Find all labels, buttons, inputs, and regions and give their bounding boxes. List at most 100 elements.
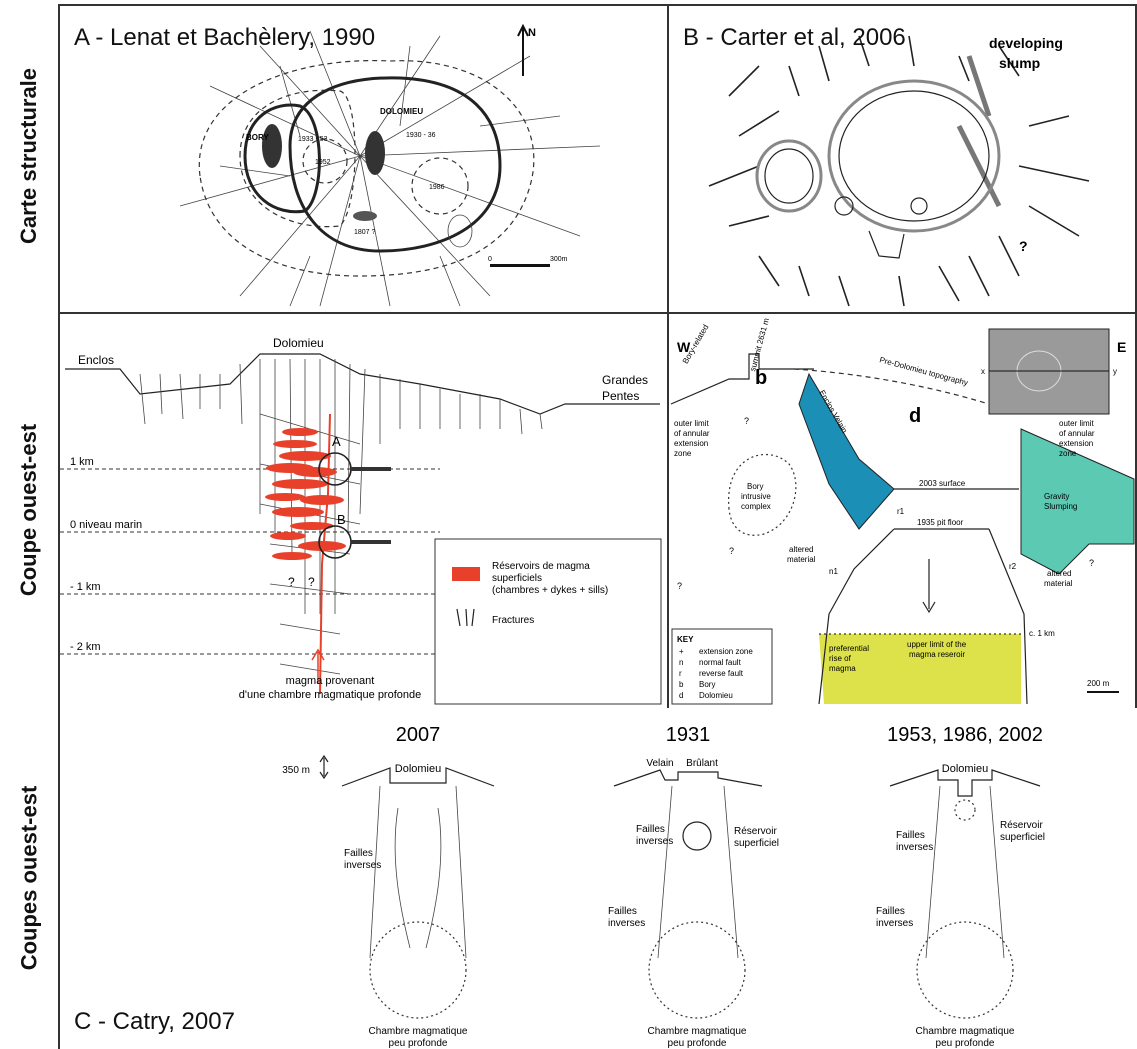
panel-a-title: A - Lenat et Bachèlery, 1990 [74,24,375,52]
topography-profile [65,354,660,414]
svg-text:inverses: inverses [636,836,673,847]
svg-text:c. 1 km: c. 1 km [1029,629,1055,638]
svg-text:Chambre magmatique: Chambre magmatique [369,1026,468,1037]
svg-text:x: x [981,367,985,376]
svg-text:zone: zone [674,449,692,458]
label-1986: 1986 [429,184,445,191]
svg-text:outer limit: outer limit [674,419,709,428]
svg-text:inverses: inverses [876,918,913,929]
svg-text:1931: 1931 [666,724,711,746]
svg-text:Fractures: Fractures [492,615,534,626]
svg-text:magma: magma [829,664,856,673]
svg-text:Failles: Failles [896,830,925,841]
svg-text:of annular: of annular [674,429,710,438]
svg-text:Dolomieu: Dolomieu [395,763,441,775]
south-cone [869,231,904,258]
svg-text:Gravity: Gravity [1044,492,1069,501]
svg-text:Dolomieu: Dolomieu [942,763,988,775]
svg-text:1953, 1986, 2002: 1953, 1986, 2002 [887,724,1043,746]
panel-a-lenat-map: A - Lenat et Bachèlery, 1990 BORY DOLOMI… [58,4,669,314]
svg-text:superficiels: superficiels [492,573,542,584]
svg-text:Réservoirs de magma: Réservoirs de magma [492,561,590,572]
panel-lenat-section: A B ? ? Dolomieu Enclos Grandes Pentes 1… [58,312,669,710]
row-label-structural-map: Carte structurale [0,0,58,312]
label-pentes: Pentes [602,389,639,403]
pit-small-right [911,198,927,214]
key-text: reverse fault [699,669,744,678]
magma-text-1: magma provenant [286,675,375,687]
svg-text:Slumping: Slumping [1044,502,1077,511]
svg-text:0: 0 [488,256,492,263]
svg-text:Chambre magmatique: Chambre magmatique [648,1026,747,1037]
pit-1807-hatch [353,211,377,221]
label-0: 0 niveau marin [70,519,142,531]
svg-text:Velain: Velain [646,758,673,769]
svg-text:Failles: Failles [344,848,373,859]
label-m2km: - 2 km [70,641,101,653]
svg-text:200 m: 200 m [1087,679,1110,688]
gravity-slump-block [1021,429,1134,574]
section-1953-1986-2002: 1953, 1986, 2002 Dolomieu Failles invers… [876,724,1045,1049]
svg-text:y: y [1113,367,1117,376]
row-label-cross-section: Coupe ouest-est [0,312,58,707]
key-text: Dolomieu [699,691,733,700]
key-symbol: n [679,658,683,667]
panel-c-catry-sections: C - Catry, 2007 2007 Dolomieu Failles in… [58,708,1137,1049]
scale-bar-a: 0 300m [488,256,568,267]
bory-rim [757,141,821,211]
svg-text:rise of: rise of [829,654,852,663]
magma-text-2: d'une chambre magmatique profonde [239,689,422,701]
north-label: N [528,27,536,39]
svg-text:material: material [787,555,816,564]
svg-text:Réservoir: Réservoir [1000,820,1043,831]
svg-text:preferential: preferential [829,644,869,653]
label-dolomieu: Dolomieu [273,336,324,350]
svg-text:extension: extension [1059,439,1093,448]
svg-text:r1: r1 [897,507,905,516]
svg-text:altered: altered [789,545,813,554]
svg-text:n1: n1 [829,567,838,576]
legend-box: Réservoirs de magma superficiels (chambr… [435,539,661,704]
legend-red-swatch [452,567,480,581]
key-text: Bory [699,680,715,689]
bar-b [351,540,391,544]
svg-text:?: ? [1089,558,1094,568]
key-symbol: r [679,669,682,678]
svg-text:1935 pit floor: 1935 pit floor [917,518,964,527]
svg-text:inverses: inverses [344,860,381,871]
svg-text:?: ? [677,581,682,591]
svg-text:extension: extension [674,439,708,448]
svg-text:KEY: KEY [677,635,694,644]
label-1km: 1 km [70,456,94,468]
svg-text:outer limit: outer limit [1059,419,1094,428]
lenat-cross-section: A B ? ? Dolomieu Enclos Grandes Pentes 1… [60,314,667,708]
svg-text:magma reseroir: magma reseroir [909,650,965,659]
label-1952: 1952 [315,159,331,166]
svg-text:complex: complex [741,502,771,511]
key-symbol: d [679,691,683,700]
svg-text:Chambre magmatique: Chambre magmatique [916,1026,1015,1037]
q-left: ? [288,575,295,589]
svg-text:superficiel: superficiel [734,838,779,849]
enclos-velain-block [799,374,894,529]
svg-text:2007: 2007 [396,724,441,746]
enclos-rim [199,61,534,276]
label-dolomieu: DOLOMIEU [380,107,423,116]
svg-text:Réservoir: Réservoir [734,826,777,837]
dolomieu-inner-rim [839,91,989,221]
label-1930: 1930 - 36 [406,132,436,139]
panel-c-title: C - Catry, 2007 [74,1008,235,1036]
svg-text:of annular: of annular [1059,429,1095,438]
section-1931: 1931 Velain Brûlant Failles inverses Rés… [608,724,779,1049]
key-text: normal fault [699,658,742,667]
inner-rim [240,90,355,226]
scale-arrow-icon [320,756,328,778]
svg-text:superficiel: superficiel [1000,832,1045,843]
panel-b-title: B - Carter et al, 2006 [683,24,906,52]
catry-sections: 2007 Dolomieu Failles inverses Chambre m… [60,708,1137,1049]
label-1933: 1933 - 53 [298,136,328,143]
svg-text:350 m: 350 m [282,765,310,776]
svg-text:material: material [1044,579,1073,588]
